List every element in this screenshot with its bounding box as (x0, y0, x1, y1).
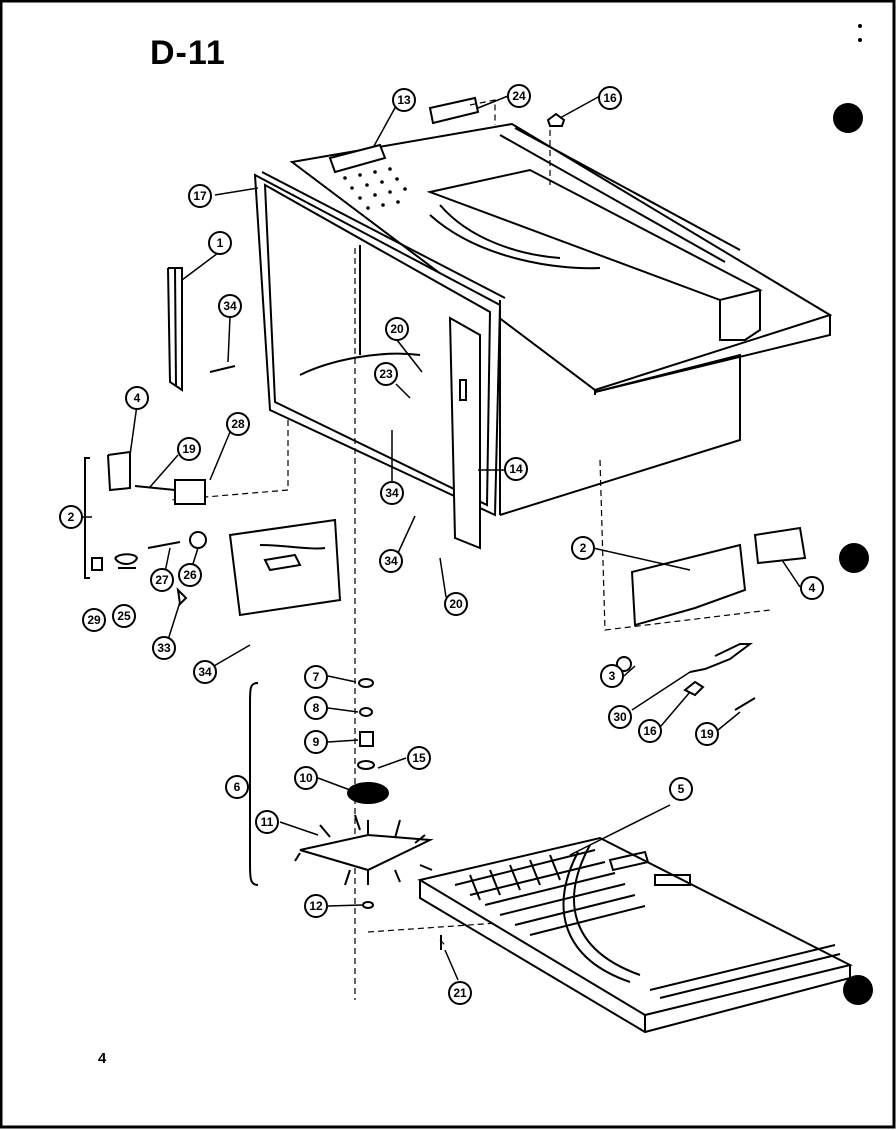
svg-text:16: 16 (643, 724, 657, 738)
svg-text:2: 2 (580, 541, 587, 555)
callout-1: 1 (208, 231, 232, 255)
svg-text:27: 27 (155, 573, 169, 587)
callout-23: 23 (374, 362, 398, 386)
callout-19: 19 (177, 437, 201, 461)
bottom-tray (417, 836, 853, 1034)
svg-text:15: 15 (412, 751, 426, 765)
callout-10: 10 (294, 766, 318, 790)
svg-text:24: 24 (512, 89, 526, 103)
callout-2: 2 (571, 536, 595, 560)
cabinet-assembly (253, 96, 833, 550)
svg-text:13: 13 (397, 93, 411, 107)
callout-20: 20 (385, 317, 409, 341)
bracket-part (167, 267, 236, 392)
callout-3: 3 (600, 664, 624, 688)
svg-text:34: 34 (384, 554, 398, 568)
callout-24: 24 (507, 84, 531, 108)
svg-text:4: 4 (134, 391, 141, 405)
svg-text:3: 3 (609, 669, 616, 683)
svg-text:16: 16 (603, 91, 617, 105)
svg-text:6: 6 (234, 780, 241, 794)
binder-hole-middle (839, 543, 869, 573)
callout-8: 8 (304, 696, 328, 720)
svg-text:7: 7 (313, 670, 320, 684)
callout-5: 5 (669, 777, 693, 801)
callout-9: 9 (304, 730, 328, 754)
callout-21: 21 (448, 981, 472, 1005)
svg-text:19: 19 (182, 442, 196, 456)
svg-text:23: 23 (379, 367, 393, 381)
callout-16: 16 (638, 719, 662, 743)
callout-2: 2 (59, 505, 83, 529)
svg-text:20: 20 (449, 597, 463, 611)
svg-text:20: 20 (390, 322, 404, 336)
callout-17: 17 (188, 184, 212, 208)
callout-4: 4 (800, 576, 824, 600)
speck (858, 24, 862, 28)
svg-text:2: 2 (68, 510, 75, 524)
page-title: D-11 (150, 34, 226, 72)
callout-20: 20 (444, 592, 468, 616)
callout-34: 34 (218, 294, 242, 318)
svg-text:5: 5 (678, 782, 685, 796)
callout-19: 19 (695, 722, 719, 746)
speck (858, 38, 862, 42)
svg-text:17: 17 (193, 189, 207, 203)
svg-text:21: 21 (453, 986, 467, 1000)
callout-7: 7 (304, 665, 328, 689)
page-number: 4 (98, 1050, 107, 1067)
callout-13: 13 (392, 88, 416, 112)
callout-4: 4 (125, 386, 149, 410)
binder-hole-top (833, 103, 863, 133)
svg-text:30: 30 (613, 710, 627, 724)
svg-text:19: 19 (700, 727, 714, 741)
svg-text:9: 9 (313, 735, 320, 749)
svg-text:29: 29 (87, 613, 101, 627)
callout-16: 16 (598, 86, 622, 110)
callout-28: 28 (226, 412, 250, 436)
right-latch-assembly (616, 526, 807, 711)
callout-25: 25 (112, 604, 136, 628)
callout-34: 34 (379, 549, 403, 573)
svg-text:34: 34 (198, 665, 212, 679)
svg-text:34: 34 (385, 486, 399, 500)
binder-hole-bottom (843, 975, 873, 1005)
svg-text:26: 26 (183, 568, 197, 582)
callout-34: 34 (380, 481, 404, 505)
svg-text:34: 34 (223, 299, 237, 313)
svg-text:14: 14 (509, 462, 523, 476)
callout-34: 34 (193, 660, 217, 684)
svg-text:11: 11 (261, 815, 274, 829)
callout-14: 14 (504, 457, 528, 481)
callout-26: 26 (178, 563, 202, 587)
callout-29: 29 (82, 608, 106, 632)
svg-text:1: 1 (217, 236, 224, 250)
callout-11: 11 (255, 810, 279, 834)
callout-30: 30 (608, 705, 632, 729)
svg-text:28: 28 (231, 417, 245, 431)
latch-assembly (84, 450, 342, 617)
svg-text:10: 10 (299, 771, 313, 785)
svg-text:8: 8 (313, 701, 320, 715)
svg-text:25: 25 (117, 609, 131, 623)
svg-text:4: 4 (809, 581, 816, 595)
alignment-lines (169, 99, 771, 1000)
callout-12: 12 (304, 894, 328, 918)
callout-27: 27 (150, 568, 174, 592)
svg-text:12: 12 (309, 899, 323, 913)
callout-15: 15 (407, 746, 431, 770)
fan-assembly (249, 678, 434, 909)
callout-6: 6 (225, 775, 249, 799)
callout-33: 33 (152, 636, 176, 660)
svg-text:33: 33 (157, 641, 171, 655)
